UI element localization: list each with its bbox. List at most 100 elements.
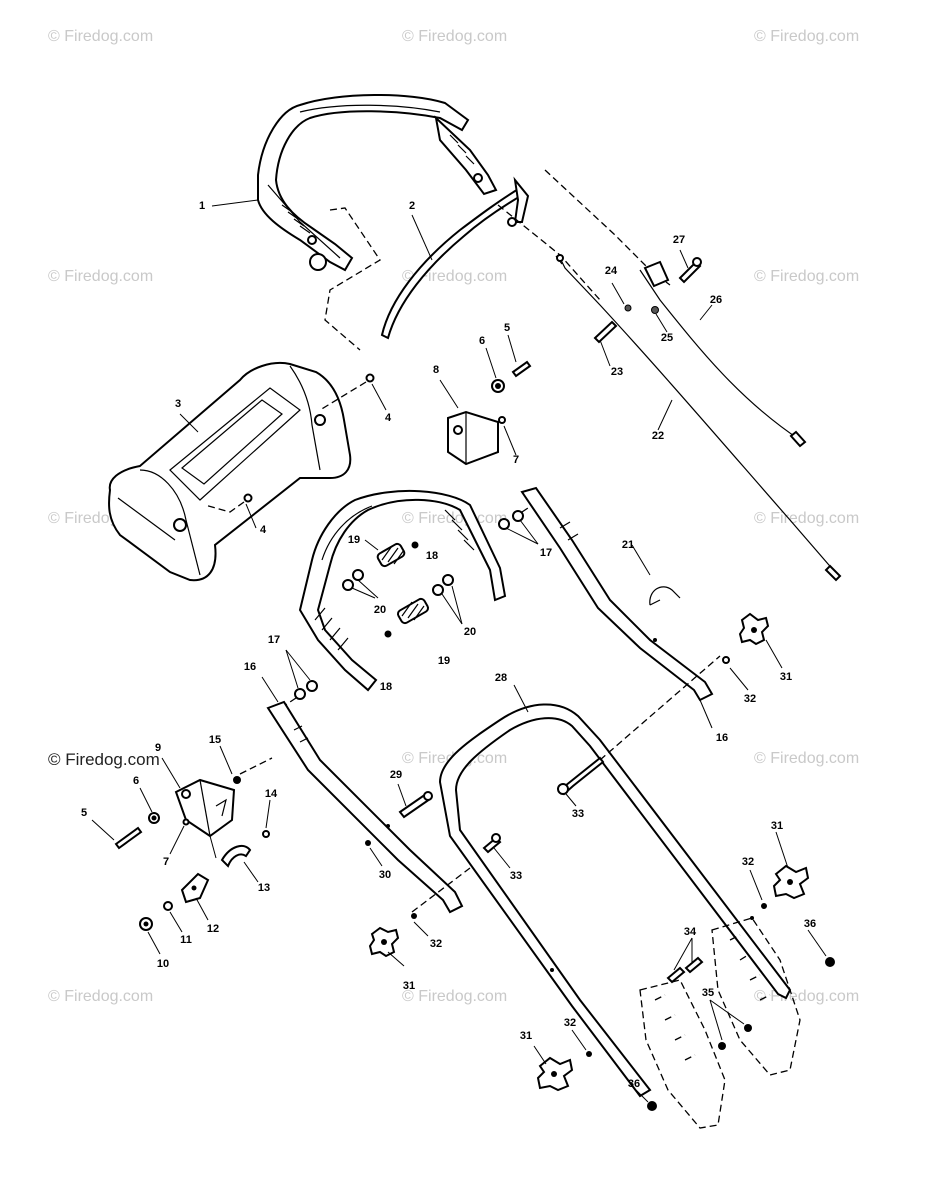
screw-5 xyxy=(511,360,532,378)
callout-15: 15 xyxy=(208,734,222,746)
drive-cable xyxy=(639,260,807,448)
watermark: © Firedog.com xyxy=(402,510,508,527)
bolt-10 xyxy=(139,917,153,931)
spring-19-upper xyxy=(376,542,406,568)
washers-17-right xyxy=(498,503,535,530)
nut-35-b xyxy=(744,1024,752,1032)
callout-7: 7 xyxy=(512,454,520,466)
screw-5-lower xyxy=(114,826,143,850)
handle-tube-16-left xyxy=(266,700,464,914)
watermark: © Firedog.com xyxy=(402,988,508,1005)
nut-7 xyxy=(498,416,506,424)
knob-31-d xyxy=(536,1056,574,1092)
watermark: © Firedog.com xyxy=(754,28,860,45)
callout-18: 18 xyxy=(379,681,393,693)
callout-13: 13 xyxy=(257,882,271,894)
nut-24 xyxy=(624,304,632,312)
callout-33: 33 xyxy=(509,870,523,882)
callout-19: 19 xyxy=(437,655,451,667)
callout-16: 16 xyxy=(243,661,257,673)
motor-cover xyxy=(108,362,352,582)
callout-25: 25 xyxy=(660,332,674,344)
nut-32-b xyxy=(411,913,417,919)
leader-lines xyxy=(91,199,827,1103)
watermark: © Firedog.com xyxy=(48,750,160,769)
washers-20-left xyxy=(342,569,364,591)
screw-4-lower xyxy=(204,493,253,513)
callout-34: 34 xyxy=(683,926,697,938)
nut-35-a xyxy=(718,1042,726,1050)
callout-35: 35 xyxy=(701,987,715,999)
adjust-plates xyxy=(639,917,801,1129)
watermark: © Firedog.com xyxy=(48,268,154,285)
knob-31-a xyxy=(738,612,770,646)
cable-bail-bar xyxy=(380,176,530,340)
callout-32: 32 xyxy=(429,938,443,950)
knob-31-c xyxy=(772,864,810,900)
cable-clip-21 xyxy=(649,586,681,606)
callout-23: 23 xyxy=(610,366,624,378)
nut-25 xyxy=(651,306,659,314)
watermark: © Firedog.com xyxy=(402,268,508,285)
bolt-34-b xyxy=(684,956,704,974)
spring-13 xyxy=(220,844,252,868)
nut-18-upper xyxy=(411,541,419,549)
nut-15 xyxy=(233,776,241,784)
knob-31-b xyxy=(368,926,400,958)
bolt-34-a xyxy=(666,966,686,984)
callout-31: 31 xyxy=(779,671,793,683)
bolt-27 xyxy=(678,257,702,284)
handle-tube-16-right xyxy=(520,486,714,702)
washers-20-right xyxy=(432,574,454,596)
callout-18: 18 xyxy=(425,550,439,562)
callout-14: 14 xyxy=(264,788,278,800)
callout-31: 31 xyxy=(402,980,416,992)
callout-26: 26 xyxy=(709,294,723,306)
callout-7: 7 xyxy=(162,856,170,868)
watermark: © Firedog.com xyxy=(754,510,860,527)
callout-32: 32 xyxy=(743,693,757,705)
callout-5: 5 xyxy=(503,322,511,334)
callout-8: 8 xyxy=(432,364,440,376)
plate-12 xyxy=(180,872,210,904)
callout-21: 21 xyxy=(621,539,635,551)
callout-31: 31 xyxy=(519,1030,533,1042)
callout-6: 6 xyxy=(478,335,486,347)
callout-32: 32 xyxy=(563,1017,577,1029)
callout-24: 24 xyxy=(604,265,618,277)
callout-12: 12 xyxy=(206,923,220,935)
nut-32-d xyxy=(586,1051,592,1057)
watermark: © Firedog.com xyxy=(754,268,860,285)
callout-16: 16 xyxy=(715,732,729,744)
callout-36: 36 xyxy=(803,918,817,930)
callout-32: 32 xyxy=(741,856,755,868)
nut-7-lower xyxy=(182,818,190,826)
callout-31: 31 xyxy=(770,820,784,832)
callout-30: 30 xyxy=(378,869,392,881)
callout-20: 20 xyxy=(463,626,477,638)
nut-36-b xyxy=(647,1101,657,1111)
callout-28: 28 xyxy=(494,672,508,684)
screw-23 xyxy=(593,320,618,344)
callout-3: 3 xyxy=(174,398,182,410)
callout-10: 10 xyxy=(156,958,170,970)
callout-20: 20 xyxy=(373,604,387,616)
nut-18-lower xyxy=(384,630,392,638)
watermark: © Firedog.com xyxy=(754,750,860,767)
callout-5: 5 xyxy=(80,807,88,819)
control-cable xyxy=(555,254,842,582)
bolt-29 xyxy=(398,791,433,819)
callout-4: 4 xyxy=(384,412,392,424)
lower-u-handle xyxy=(438,703,792,1098)
nut-32-c xyxy=(761,903,767,909)
upper-handle-grip xyxy=(257,93,498,272)
nut-14 xyxy=(262,830,270,838)
watermark: © Firedog.com xyxy=(48,988,154,1005)
callout-2: 2 xyxy=(408,200,416,212)
watermark: © Firedog.com xyxy=(402,28,508,45)
screw-4-upper xyxy=(319,373,375,411)
callout-6: 6 xyxy=(132,775,140,787)
lower-handle-grip xyxy=(298,489,507,692)
callout-17: 17 xyxy=(267,634,281,646)
